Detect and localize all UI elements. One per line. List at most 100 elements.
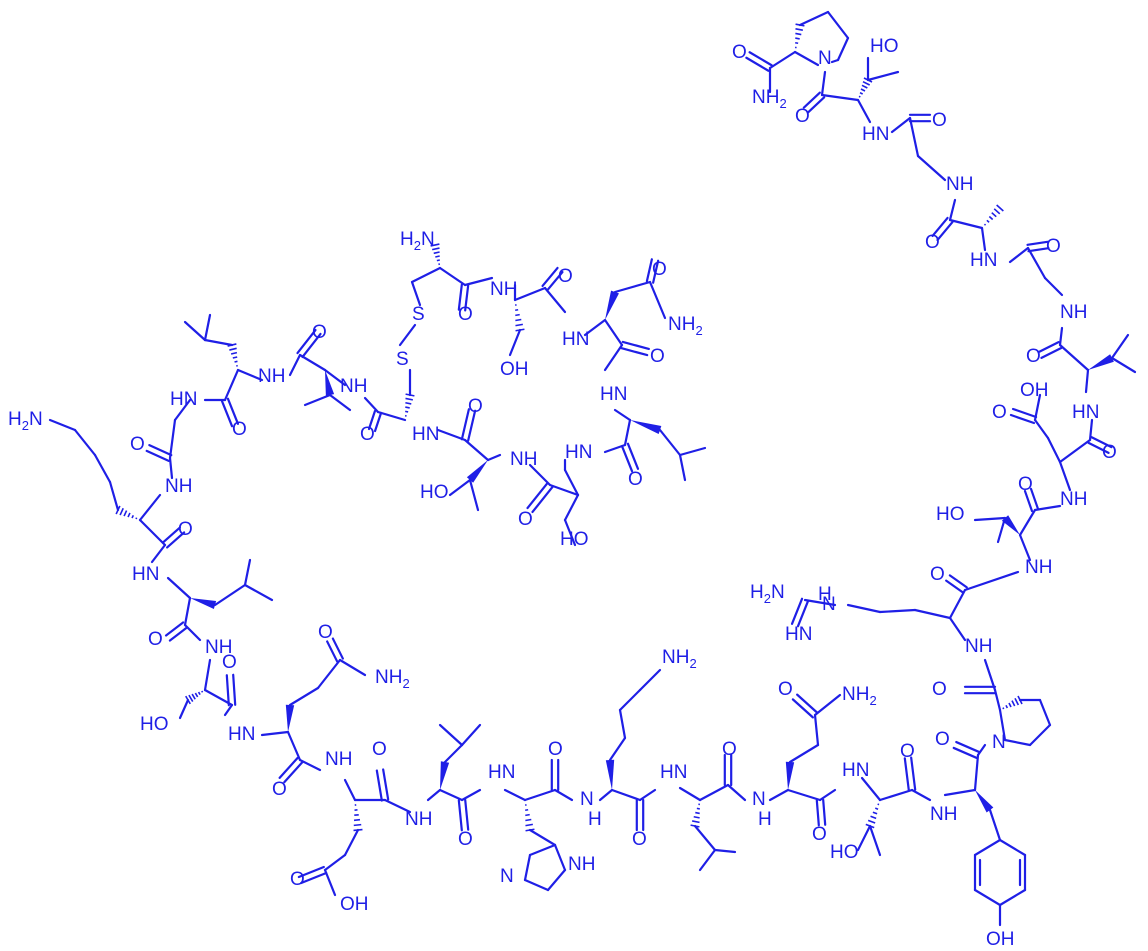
bond <box>603 443 627 454</box>
atom-label-oh: OH <box>340 894 369 915</box>
stereo-wedge-bond <box>325 370 335 396</box>
bond <box>802 91 821 109</box>
stereo-hash-bond <box>191 693 196 700</box>
bond <box>278 756 299 779</box>
atom-label-s: S <box>396 349 409 370</box>
bond <box>603 318 624 347</box>
atom-label-ho: HO <box>560 529 589 550</box>
atom-label-nh2: NH2 <box>662 647 697 671</box>
atom-label-o: O <box>318 622 333 643</box>
stereo-hash-bond <box>127 512 131 518</box>
atom-label-ho: HO <box>140 714 169 735</box>
atom-label-hn: HN <box>170 389 197 410</box>
stereo-hash-bond <box>194 692 199 698</box>
bond <box>426 788 442 802</box>
bond <box>178 698 190 720</box>
bond <box>1026 240 1049 246</box>
bond <box>438 788 464 802</box>
stereo-hash-bond <box>696 807 700 810</box>
stereo-hash-bond <box>433 251 440 255</box>
bond <box>976 743 987 757</box>
bond <box>531 485 554 514</box>
atom-label-nh: NH <box>965 636 992 657</box>
atom-label-hn: HN <box>412 424 439 445</box>
atom-label-hn_imine: HN <box>785 624 812 645</box>
bond <box>998 888 1027 907</box>
bond <box>410 280 422 307</box>
atom-label-hn: HN <box>660 762 687 783</box>
bond <box>652 259 660 284</box>
bond <box>526 481 549 510</box>
bond <box>1038 698 1052 727</box>
bond <box>166 576 192 600</box>
stereo-wedge-bond <box>630 420 662 434</box>
atom-label-ho: HO <box>830 842 859 863</box>
bond <box>73 428 97 457</box>
bond <box>164 621 185 637</box>
bond <box>168 626 189 642</box>
atom-label-hn: HN <box>862 124 889 145</box>
bond <box>1087 441 1110 454</box>
stereo-hash-bond <box>188 694 194 702</box>
bond <box>866 70 900 82</box>
bond <box>973 516 1007 522</box>
bond <box>973 888 1002 907</box>
stereo-hash-bond <box>862 80 871 86</box>
bond <box>303 393 332 407</box>
atom-labels: ONH2NOHOHNONHOHNONHOHNOOOHNHOHONHONHH2NH… <box>8 36 1117 950</box>
bond <box>373 411 383 433</box>
bond <box>610 788 642 802</box>
bond <box>820 70 827 97</box>
stereo-hash-bond <box>1014 697 1020 706</box>
bond <box>807 96 826 114</box>
atom-label-h2n: H2N <box>400 229 435 253</box>
atom-label-n: N <box>822 594 836 615</box>
atom-label-o: O <box>458 829 473 850</box>
atom-label-o: O <box>558 266 573 287</box>
bond <box>822 798 827 826</box>
atom-label-h2n: H2N <box>8 409 43 433</box>
bond <box>145 449 170 463</box>
bond <box>1088 418 1094 442</box>
stereo-hash-bond <box>230 351 238 355</box>
bond <box>1008 246 1030 264</box>
atom-label-o: O <box>812 824 827 845</box>
bond <box>213 583 247 607</box>
atom-label-oh: OH <box>986 929 1015 950</box>
bond <box>546 868 567 892</box>
atom-label-ho: HO <box>870 36 899 57</box>
bond <box>1043 276 1064 297</box>
atom-label-o: O <box>518 509 533 530</box>
stereo-hash-bond <box>860 88 866 92</box>
atom-label-o: O <box>1026 346 1041 367</box>
bond <box>963 570 1020 592</box>
stereo-hash-bond <box>1011 700 1016 707</box>
atom-label-o: O <box>1018 474 1033 495</box>
atom-label-nh: NH <box>510 449 537 470</box>
bond <box>860 776 882 802</box>
bond <box>1110 356 1137 374</box>
bond <box>818 788 837 802</box>
bond <box>1023 489 1034 513</box>
bond <box>410 266 442 284</box>
atom-label-o: O <box>652 259 667 280</box>
bond <box>300 871 328 885</box>
stereo-hash-bond <box>119 507 124 516</box>
bond <box>988 808 1002 842</box>
bond <box>546 270 564 292</box>
bond <box>998 708 1007 742</box>
bond <box>448 478 472 497</box>
bond <box>343 778 357 802</box>
bond <box>376 410 407 422</box>
bond <box>563 493 580 522</box>
bond <box>1033 393 1042 422</box>
atom-label-o: O <box>290 869 305 890</box>
bond <box>464 798 470 831</box>
bond <box>1029 487 1040 511</box>
bond <box>803 598 837 607</box>
bond <box>908 116 920 158</box>
stereo-hash-bond <box>996 204 1004 212</box>
bond <box>798 10 830 27</box>
bond <box>563 468 580 497</box>
atom-label-o: O <box>650 346 665 367</box>
